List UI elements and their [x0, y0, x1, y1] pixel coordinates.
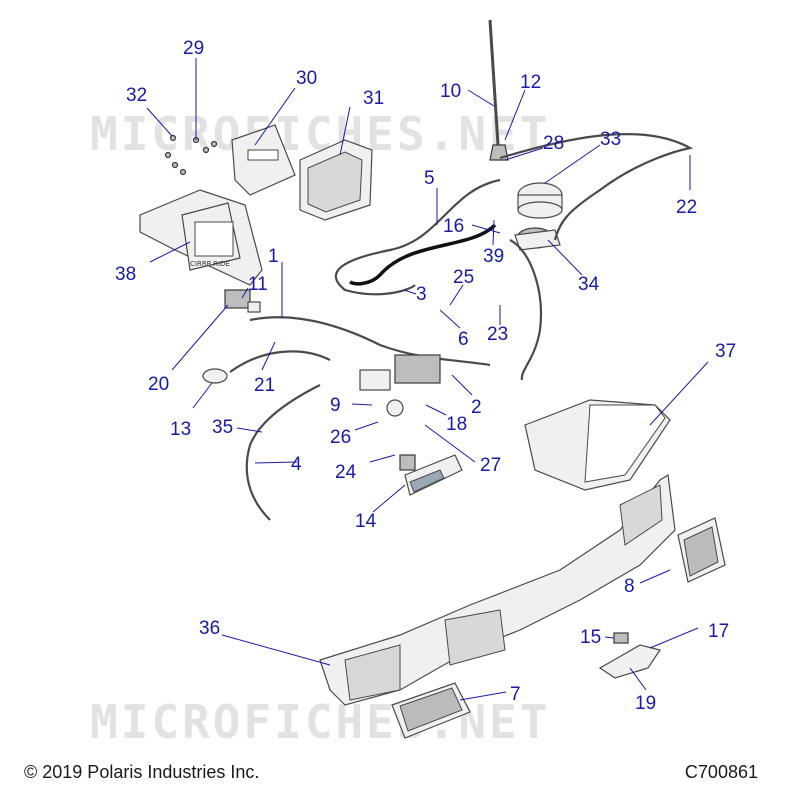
cover-14-part: [404, 454, 463, 496]
callout-16: 16: [443, 216, 464, 237]
bracket-17-part: [598, 632, 661, 679]
storage-box-part: [524, 399, 671, 491]
screws-part: [164, 134, 218, 176]
relay-block-part: [359, 354, 441, 417]
callout-27: 27: [480, 455, 501, 476]
callout-35: 35: [212, 417, 233, 438]
harness-4: [245, 384, 321, 521]
callout-30: 30: [296, 68, 317, 89]
display-unit-part: [299, 139, 373, 221]
callout-13: 13: [170, 419, 191, 440]
callout-11: 11: [248, 274, 268, 295]
callout-9: 9: [330, 395, 341, 416]
gps-dome-part: [517, 182, 563, 219]
callout-37: 37: [715, 341, 736, 362]
callout-28: 28: [543, 133, 564, 154]
copyright-text: © 2019 Polaris Industries Inc.: [24, 762, 260, 782]
callout-19: 19: [635, 693, 656, 714]
callout-8: 8: [624, 576, 635, 597]
antenna-cable-2: [509, 239, 542, 381]
callout-1: 1: [268, 246, 279, 267]
callout-38: 38: [115, 264, 136, 285]
callout-25: 25: [453, 267, 474, 288]
harness-branch-21: [229, 350, 331, 373]
callout-10: 10: [440, 81, 461, 102]
callout-6: 6: [458, 329, 469, 350]
callout-29: 29: [183, 38, 204, 59]
callout-24: 24: [335, 462, 357, 483]
callout-23: 23: [487, 324, 508, 345]
callout-33: 33: [600, 129, 621, 150]
grommet-part: [202, 368, 228, 384]
callout-26: 26: [330, 427, 351, 448]
harness-5: [334, 178, 501, 296]
callout-5: 5: [424, 168, 435, 189]
callout-20: 20: [148, 374, 169, 395]
svg-text:CIRRP RIDE: CIRRP RIDE: [190, 260, 230, 268]
callout-32: 32: [126, 85, 147, 106]
dash-panel-part: [319, 473, 676, 706]
callout-34: 34: [578, 274, 600, 295]
main-harness: [249, 316, 491, 367]
callout-labels: 1 2 3 4 5 6 7 8 9 10 11 12 13 14 15 16 1…: [115, 38, 736, 714]
callout-18: 18: [446, 414, 467, 435]
watermark-bottom: MICROFICHES.NET: [90, 695, 550, 749]
callout-3: 3: [416, 284, 427, 305]
bracket-24-part: [399, 454, 416, 471]
callout-14: 14: [355, 511, 377, 532]
dash-housing-part: CIRRP RIDE: [139, 189, 263, 286]
callout-17: 17: [708, 621, 729, 642]
diagram-code: C700861: [684, 762, 758, 782]
callout-2: 2: [471, 397, 482, 418]
dome-mount-part: [514, 227, 561, 251]
callout-31: 31: [363, 88, 384, 109]
antenna-cable: [499, 133, 694, 241]
callout-15: 15: [580, 627, 601, 648]
leader-lines: [146, 58, 709, 701]
callout-22: 22: [676, 197, 697, 218]
callout-36: 36: [199, 618, 220, 639]
speaker-bottom-part: [391, 682, 471, 739]
speaker-right-part: [677, 517, 726, 583]
callout-39: 39: [483, 246, 504, 267]
black-cable-16: [349, 223, 497, 286]
callout-4: 4: [291, 454, 302, 475]
callout-21: 21: [254, 375, 275, 396]
callout-12: 12: [520, 72, 541, 93]
callout-7: 7: [510, 684, 521, 705]
